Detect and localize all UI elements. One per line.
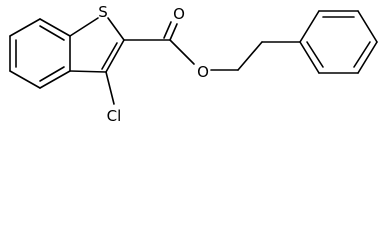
- bond: [357, 41, 378, 74]
- bond: [299, 10, 320, 43]
- bond: [107, 17, 125, 41]
- bond: [39, 18, 71, 37]
- bond: [299, 41, 320, 74]
- double-bond-inner: [101, 42, 118, 70]
- sulfur-label: S: [98, 3, 108, 21]
- bond: [169, 39, 195, 65]
- thiophene-ring: [69, 17, 125, 73]
- bond: [169, 23, 178, 41]
- ester-group: [123, 21, 301, 71]
- double-bond-inner: [163, 21, 172, 39]
- double-bond-inner: [39, 25, 65, 41]
- bond: [69, 17, 99, 37]
- double-bond-inner: [306, 41, 324, 68]
- structure-diagram: S O O Cl: [9, 3, 378, 125]
- bond: [69, 70, 107, 73]
- chlorine-label: Cl: [107, 107, 122, 125]
- double-bond-inner: [353, 41, 371, 68]
- bond: [237, 41, 263, 71]
- carbonyl-oxygen-label: O: [173, 5, 185, 23]
- bond: [39, 70, 71, 89]
- bond: [9, 18, 41, 37]
- double-bond-inner: [39, 66, 65, 82]
- benzo-ring: [9, 18, 71, 89]
- bond: [105, 39, 125, 73]
- bond: [357, 10, 378, 43]
- phenyl-ring: [299, 10, 378, 74]
- ester-oxygen-label: O: [197, 63, 209, 81]
- bond: [9, 70, 41, 89]
- bond: [105, 71, 115, 105]
